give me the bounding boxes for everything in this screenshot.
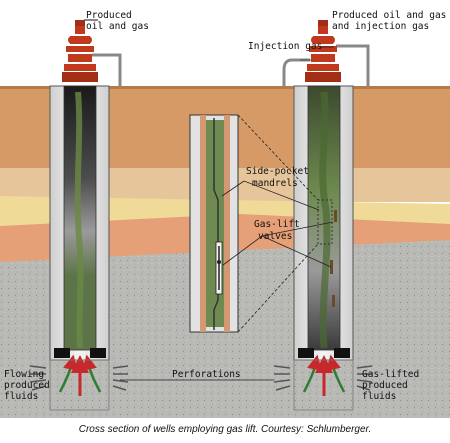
- label-flowing-3: fluids: [4, 391, 38, 402]
- right-packer-right: [334, 348, 350, 358]
- left-wellhead: [62, 20, 98, 82]
- label-side-pocket-1: Side-pocket: [246, 166, 309, 177]
- label-flowing-2: produced: [4, 380, 50, 391]
- label-gas-lifted-3: fluids: [362, 391, 396, 402]
- label-produced-right-1: Produced oil and gas: [332, 10, 446, 21]
- labels: Produced oil and gas Produced oil and ga…: [4, 10, 446, 402]
- mandrel-inset: [189, 114, 319, 333]
- label-gas-lifted-2: produced: [362, 380, 408, 391]
- right-packer-left: [298, 348, 314, 358]
- inset-tube-left: [200, 115, 206, 332]
- left-perforations: [29, 365, 129, 391]
- label-perforations: Perforations: [172, 369, 241, 380]
- label-gas-lift-2: valves: [258, 231, 292, 242]
- right-wellhead: [305, 20, 341, 82]
- figure-caption: Cross section of wells employing gas lif…: [79, 424, 372, 435]
- label-flowing-1: Flowing: [4, 369, 44, 380]
- label-produced-left-2: oil and gas: [86, 21, 149, 32]
- right-flow-arrows: [302, 354, 346, 396]
- caption-strip: [0, 418, 450, 438]
- label-injection-gas: Injection gas: [248, 41, 322, 52]
- right-gas-lift-valve-1: [334, 210, 337, 222]
- label-produced-left-1: Produced: [86, 10, 132, 21]
- right-gas-lift-valve-3: [332, 295, 335, 307]
- label-produced-right-2: and injection gas: [332, 21, 429, 32]
- label-gas-lifted-1: Gas-lifted: [362, 369, 419, 380]
- label-side-pocket-2: mandrels: [252, 178, 298, 189]
- right-production-pipe: [336, 44, 370, 86]
- left-flow-arrows: [58, 354, 102, 396]
- inset-tube-right: [224, 115, 230, 332]
- left-packer-left: [54, 348, 70, 358]
- left-well: [29, 19, 129, 411]
- injection-gas-pipe: [282, 58, 310, 86]
- right-gas-lift-valve-2: [330, 260, 333, 274]
- left-production-pipe: [92, 53, 122, 86]
- right-well: [273, 20, 373, 411]
- leader-lines: [120, 46, 334, 381]
- left-packer-right: [90, 348, 106, 358]
- inset-fluid: [206, 120, 224, 327]
- right-perforations: [273, 365, 373, 391]
- label-gas-lift-1: Gas-lift: [254, 219, 300, 230]
